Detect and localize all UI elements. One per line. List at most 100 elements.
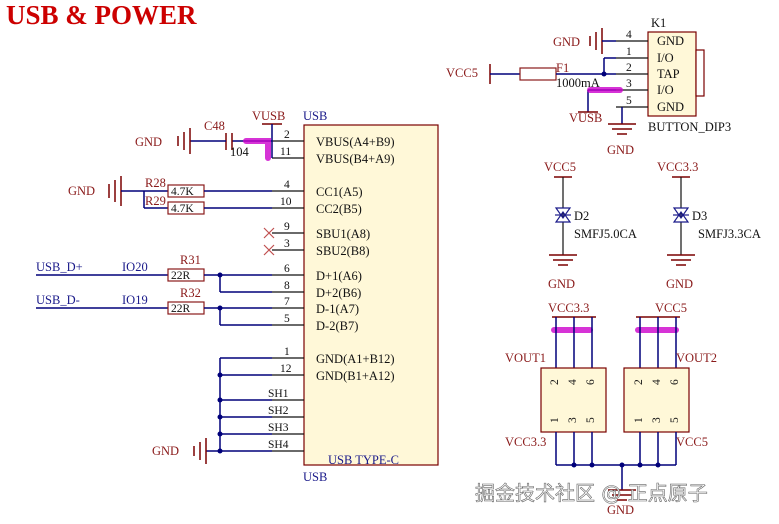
resistor-ref: R32 bbox=[180, 286, 201, 300]
button-pin-num: 2 bbox=[626, 62, 632, 74]
net-label-vcc33: VCC3.3 bbox=[657, 160, 698, 174]
usb-pin-name: VBUS(A4+B9) bbox=[316, 135, 395, 149]
usb-shield-pin: SH2 bbox=[268, 405, 289, 417]
vout-pin: 3 bbox=[651, 417, 663, 423]
fuse-value: 1000mA bbox=[556, 76, 600, 90]
cap-ref: C48 bbox=[204, 119, 225, 133]
usb-connector-body bbox=[303, 124, 439, 466]
vout-pin: 5 bbox=[585, 417, 597, 423]
vout-pin: 1 bbox=[633, 417, 645, 423]
net-label-io19: IO19 bbox=[122, 293, 148, 307]
net-label-gnd: GND bbox=[553, 35, 580, 49]
usb-pin-name: GND(B1+A12) bbox=[316, 369, 395, 383]
button-pin-name: GND bbox=[657, 100, 684, 114]
net-label-io20: IO20 bbox=[122, 260, 148, 274]
diode-ref: D3 bbox=[692, 209, 707, 223]
vout-headers: VCC3.3 2 4 6 1 3 5 VOUT1 VCC3.3 VCC5 2 4… bbox=[505, 301, 717, 517]
usb-shield-pin: SH1 bbox=[268, 388, 289, 400]
cap-value: 104 bbox=[230, 145, 250, 159]
fuse-ref: F1 bbox=[556, 61, 569, 75]
vout2-body bbox=[623, 367, 690, 433]
net-label-gnd: GND bbox=[135, 135, 162, 149]
usb-pin-num: 2 bbox=[284, 129, 290, 141]
net-label-gnd: GND bbox=[607, 503, 634, 517]
vbus-network: VUSB C48 104 GND bbox=[135, 109, 285, 161]
button-pin-name: I/O bbox=[657, 51, 674, 65]
usb-pin-name: D-2(B7) bbox=[316, 319, 358, 333]
vout1-body bbox=[540, 367, 607, 433]
button-part-name: BUTTON_DIP3 bbox=[648, 120, 731, 134]
net-label-vcc5: VCC5 bbox=[655, 301, 687, 315]
vout-pin: 4 bbox=[567, 379, 579, 385]
vout-ref: VOUT2 bbox=[676, 351, 717, 365]
usb-shield-pin: SH3 bbox=[268, 422, 289, 434]
button-pin-name: GND bbox=[657, 34, 684, 48]
net-label-usb-dm: USB_D- bbox=[36, 293, 80, 307]
usb-pin-name: VBUS(B4+A9) bbox=[316, 152, 395, 166]
usb-pin-name: D+2(B6) bbox=[316, 286, 361, 300]
button-pin-name: TAP bbox=[657, 67, 680, 81]
vout-pin: 4 bbox=[651, 379, 663, 385]
usb-pin-num: 12 bbox=[280, 363, 292, 375]
usb-shield-pin: SH4 bbox=[268, 439, 289, 451]
button-pin-num: 4 bbox=[626, 29, 632, 41]
usb-pin-name: SBU2(B8) bbox=[316, 244, 369, 258]
diode-part: SMFJ3.3CA bbox=[698, 227, 761, 241]
net-label-usb-dp: USB_D+ bbox=[36, 260, 83, 274]
net-label-vcc33: VCC3.3 bbox=[548, 301, 589, 315]
net-label-vcc5: VCC5 bbox=[446, 66, 478, 80]
button-pin-num: 3 bbox=[626, 78, 632, 90]
net-label-vcc33: VCC3.3 bbox=[505, 435, 546, 449]
usb-pin-name: GND(A1+B12) bbox=[316, 352, 395, 366]
vout-pin: 3 bbox=[567, 417, 579, 423]
usb-pin-num: 4 bbox=[284, 179, 290, 191]
diode-ref: D2 bbox=[574, 209, 589, 223]
vout-ref: VOUT1 bbox=[505, 351, 546, 365]
button-pin-num: 1 bbox=[626, 46, 632, 58]
usb-pin-num: 8 bbox=[284, 280, 290, 292]
net-label-vusb: VUSB bbox=[569, 111, 602, 125]
button-ref: K1 bbox=[651, 16, 666, 30]
usb-pin-num: 10 bbox=[280, 196, 292, 208]
resistor-value: 22R bbox=[171, 303, 191, 315]
usb-ref-top: USB bbox=[303, 109, 327, 123]
vout-pin: 2 bbox=[633, 379, 645, 385]
resistor-ref: R31 bbox=[180, 253, 201, 267]
net-label-vcc5: VCC5 bbox=[676, 435, 708, 449]
vout-pin: 6 bbox=[585, 379, 597, 385]
usb-pin-name: D+1(A6) bbox=[316, 269, 362, 283]
usb-part-name: USB TYPE-C bbox=[328, 453, 399, 467]
net-label-vcc5: VCC5 bbox=[544, 160, 576, 174]
vout-pin: 6 bbox=[669, 379, 681, 385]
usb-gnd-bus: GND bbox=[152, 357, 272, 464]
resistor-value: 22R bbox=[171, 270, 191, 282]
cc-network: GND R28 R29 4.7K 4.7K bbox=[68, 176, 272, 215]
usb-ref-bottom: USB bbox=[303, 470, 327, 484]
usb-pin-num: 7 bbox=[284, 296, 290, 308]
usb-pin-num: 11 bbox=[280, 146, 291, 158]
button-pin-name: I/O bbox=[657, 83, 674, 97]
resistor-value: 4.7K bbox=[171, 186, 194, 198]
usb-pin-lines bbox=[272, 140, 304, 452]
button-pin-num: 5 bbox=[626, 95, 632, 107]
data-lines: USB_D+ IO20 R31 22R USB_D- IO19 R32 22R bbox=[36, 253, 272, 326]
usb-pin-name: CC1(A5) bbox=[316, 185, 363, 199]
net-label-gnd: GND bbox=[607, 143, 634, 157]
usb-pin-name: D-1(A7) bbox=[316, 302, 359, 316]
usb-typec-connector: USB USB TYPE-C USB 2 11 4 10 9 3 bbox=[268, 109, 439, 484]
usb-pin-name: SBU1(A8) bbox=[316, 227, 370, 241]
vout-pin: 2 bbox=[549, 379, 561, 385]
diode-part: SMFJ5.0CA bbox=[574, 227, 637, 241]
usb-pin-name: CC2(B5) bbox=[316, 202, 362, 216]
button-k1: K1 BUTTON_DIP3 4 1 2 3 5 GND I/O TAP I/O… bbox=[446, 16, 731, 157]
sbu-no-connect bbox=[263, 227, 275, 256]
net-label-gnd: GND bbox=[548, 277, 575, 291]
watermark: 掘金技术社区 @ 正点原子 bbox=[475, 481, 708, 505]
vout-pin: 5 bbox=[669, 417, 681, 423]
net-label-vusb: VUSB bbox=[252, 109, 285, 123]
resistor-ref: R28 bbox=[145, 176, 166, 190]
tvs-diodes: VCC5 D2 SMFJ5.0CA GND VCC3.3 D3 SMFJ3.3C… bbox=[544, 160, 761, 291]
vout-pin: 1 bbox=[549, 417, 561, 423]
highlight-vbus bbox=[243, 138, 271, 161]
